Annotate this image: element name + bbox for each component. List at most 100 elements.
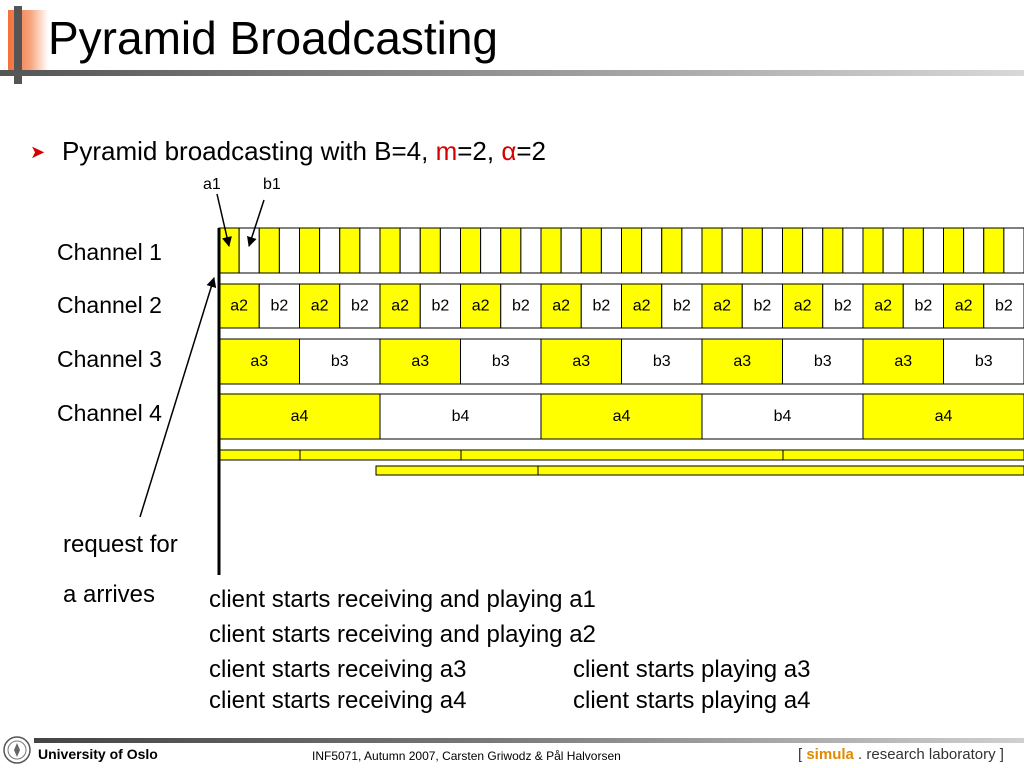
playback-bar [782,449,1024,461]
slide-title: Pyramid Broadcasting [48,12,498,64]
arrow-a1 [216,193,232,247]
channel-4-label: Channel 4 [57,400,162,426]
segment-b1 [439,227,461,274]
segment-b2 [661,283,703,329]
segment-label: a2 [955,298,973,315]
bullet-text: Pyramid broadcasting with B=4, m=2, α=2 [62,134,546,168]
annotation-a1: a1 [203,176,221,193]
segment-label: b4 [452,408,470,425]
segment-b3 [621,338,703,385]
segment-label: a2 [794,298,812,315]
footer-lab-simula: simula [806,746,854,763]
segment-b2 [741,283,783,329]
segment-label: b2 [512,298,530,315]
segment-a1 [540,227,562,274]
segment-b1 [480,227,502,274]
caption-4-right: client starts playing a4 [573,687,811,714]
segment-label: b2 [753,298,771,315]
segment-a1 [339,227,361,274]
segment-b1 [359,227,381,274]
segment-a2 [621,283,663,329]
channel-2-label: Channel 2 [57,292,162,318]
footer-simula-logo: [ simula . research laboratory ] [798,746,1004,764]
segment-label: b2 [914,298,932,315]
segment-label: a3 [411,353,429,370]
caption-1-left: client starts receiving and playing a1 [209,586,596,613]
playback-bar [375,465,539,476]
arrow-request [139,277,217,518]
request-line-2: a arrives [63,581,156,608]
segment-b1 [319,227,341,274]
segment-label: b3 [331,353,349,370]
segment-b1 [641,227,663,274]
segment-label: a2 [472,298,490,315]
segment-a3 [379,338,461,385]
playback-bar [537,465,1024,476]
segment-a2 [943,283,985,329]
segment-label: a2 [552,298,570,315]
segment-b2 [983,283,1024,329]
segment-a3 [540,338,622,385]
segment-a1 [419,227,441,274]
bullet-arrow-icon: ➤ [30,142,46,162]
segment-a2 [701,283,743,329]
segment-b1 [802,227,824,274]
caption-2-left: client starts receiving and playing a2 [209,621,596,648]
segment-a2 [460,283,502,329]
segment-label: a3 [250,353,268,370]
segment-b1 [922,227,944,274]
segment-b1 [1003,227,1024,274]
segment-a1 [701,227,723,274]
segment-b2 [339,283,381,329]
title-accent-bar [14,6,22,84]
annotation-b1: b1 [263,176,281,193]
segment-a1 [379,227,401,274]
segment-b1 [842,227,864,274]
segment-a1 [902,227,924,274]
caption-3-right: client starts playing a3 [573,656,811,683]
segment-b1 [560,227,582,274]
segment-label: a4 [291,408,309,425]
segment-label: a4 [613,408,631,425]
segment-b3 [943,338,1024,385]
segment-b1 [761,227,783,274]
segment-b2 [580,283,622,329]
footer-lab-rest: . research laboratory ] [853,746,1004,763]
channel-1-label: Channel 1 [57,239,162,265]
playback-bar [218,449,301,461]
bullet-after-alpha: =2 [516,136,547,166]
segment-a1 [822,227,844,274]
segment-a1 [862,227,884,274]
arrow-b1 [247,199,265,247]
segment-a1 [621,227,643,274]
segment-a1 [943,227,965,274]
segment-label: a2 [230,298,248,315]
footer-university: University of Oslo [38,746,158,762]
playback-bar [460,449,784,461]
segment-label: a4 [935,408,953,425]
segment-label: a3 [894,353,912,370]
segment-a3 [701,338,783,385]
title-underline [0,70,1024,76]
segment-a1 [782,227,804,274]
segment-b1 [882,227,904,274]
bullet-prefix: Pyramid broadcasting with B=4, [62,136,436,166]
segment-a2 [218,283,260,329]
segment-a3 [862,338,944,385]
segment-label: b2 [673,298,691,315]
segment-a2 [782,283,824,329]
segment-b2 [419,283,461,329]
segment-b2 [258,283,300,329]
caption-3-left: client starts receiving a3 [209,656,467,683]
segment-b3 [782,338,864,385]
segment-b1 [963,227,985,274]
segment-a1 [500,227,522,274]
segment-a1 [218,227,240,274]
bullet-alpha: α [501,136,517,166]
segment-b1 [278,227,300,274]
segment-label: b2 [592,298,610,315]
segment-a1 [661,227,683,274]
